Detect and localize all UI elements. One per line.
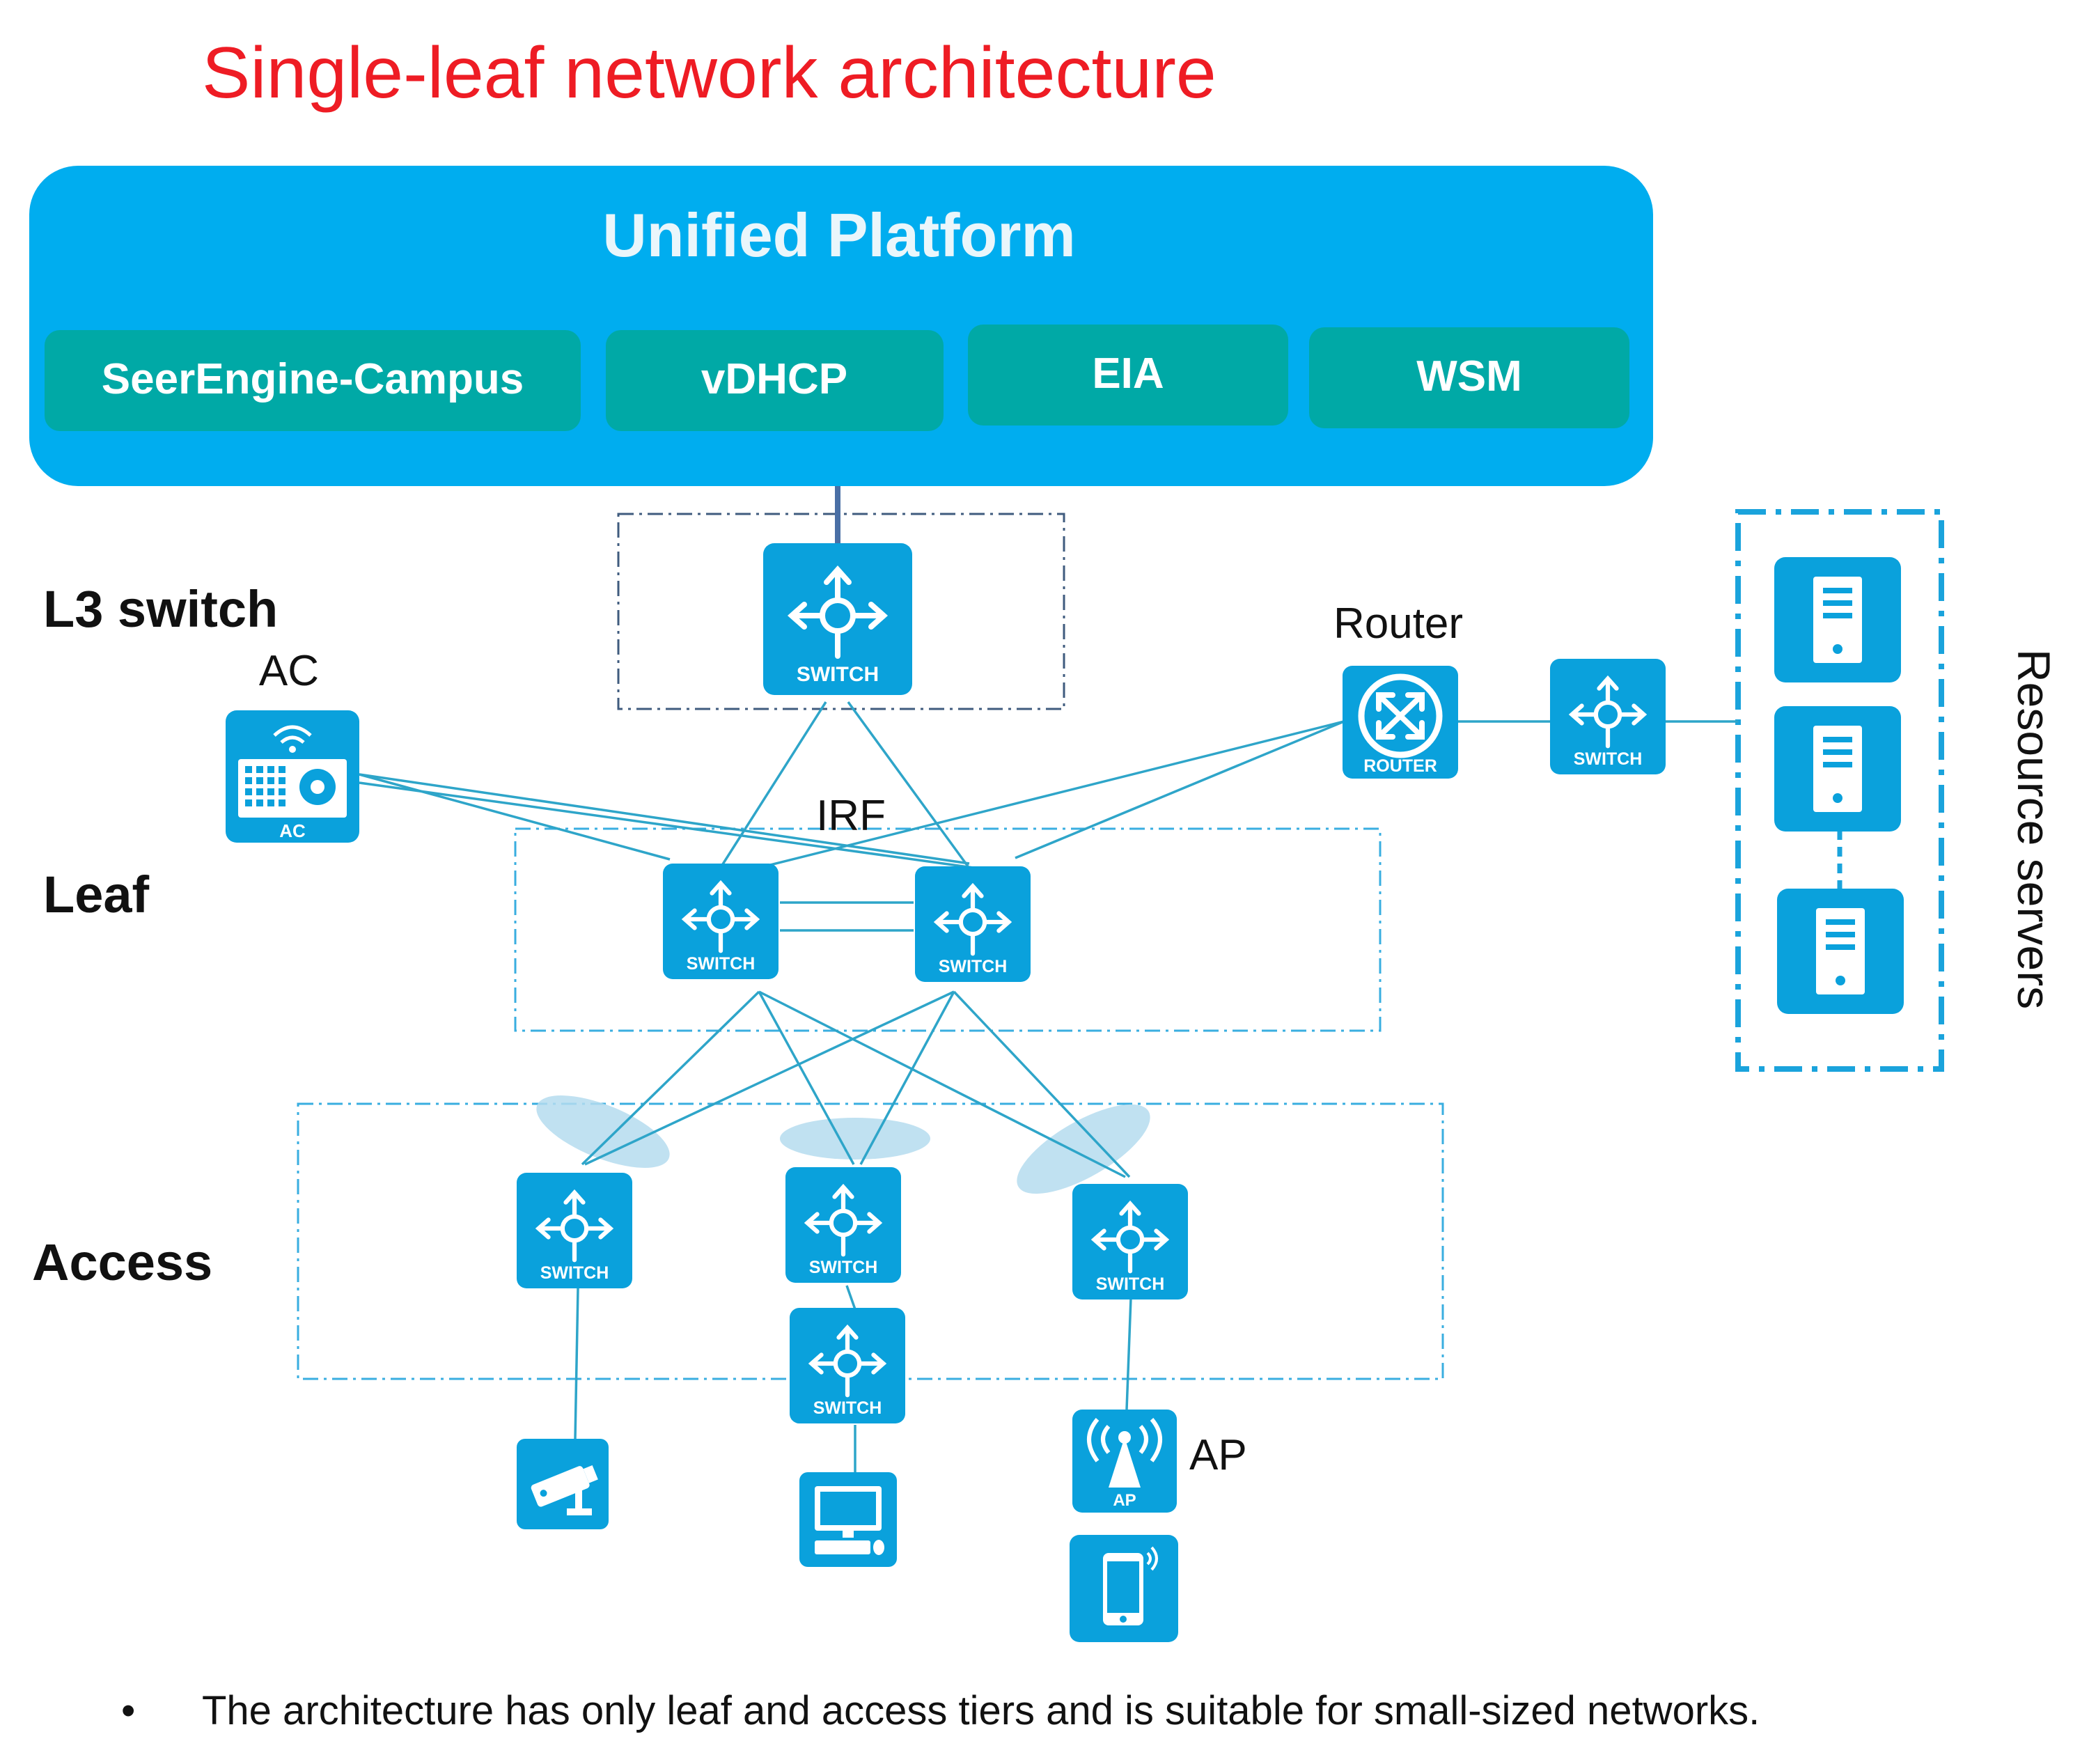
page-title: Single-leaf network architecture — [202, 33, 1216, 114]
icon-caption: SWITCH — [939, 957, 1008, 976]
ap-label: AP — [1189, 1431, 1247, 1479]
leaf-switch-icon: SWITCH — [915, 866, 1031, 982]
note-bullet: • — [121, 1688, 135, 1733]
aggregation-mark — [780, 1118, 930, 1160]
tier-label-leaf: Leaf — [43, 866, 150, 923]
icon-caption: SWITCH — [797, 663, 879, 686]
aggregation-mark — [1017, 1104, 1150, 1194]
module-eia: EIA — [968, 325, 1288, 426]
irf-label: IRF — [816, 792, 886, 840]
camera-icon — [517, 1439, 609, 1529]
phone-icon — [1070, 1535, 1178, 1642]
tier-label-access: Access — [32, 1233, 212, 1291]
l3-switch-icon: SWITCH — [763, 543, 912, 695]
module-vdhcp: vDHCP — [606, 330, 944, 431]
icon-caption: SWITCH — [813, 1398, 882, 1418]
icon-caption: SWITCH — [687, 954, 756, 974]
server-switch-icon: SWITCH — [1550, 659, 1666, 774]
server-icon — [1774, 706, 1901, 832]
module-label: SeerEngine-Campus — [102, 355, 524, 403]
server-icon — [1774, 557, 1901, 682]
server-icon — [1777, 889, 1904, 1014]
platform-title: Unified Platform — [602, 201, 1076, 270]
aggregation-mark — [536, 1095, 670, 1168]
access-switch-icon: SWITCH — [785, 1167, 901, 1283]
access-switch-icon: SWITCH — [790, 1308, 905, 1423]
access-point-icon: AP — [1072, 1410, 1177, 1513]
access-controller-icon: AC — [226, 710, 359, 843]
tier-label-l3-switch: L3 switch — [43, 580, 278, 638]
ac-label: AC — [259, 647, 319, 695]
icon-caption: ROUTER — [1363, 756, 1437, 776]
module-wsm: WSM — [1309, 327, 1629, 428]
icon-caption: SWITCH — [1096, 1274, 1165, 1294]
module-label: vDHCP — [701, 355, 847, 403]
icon-caption: SWITCH — [1574, 749, 1643, 769]
leaf-irf-group — [514, 827, 1382, 1032]
access-switch-icon: SWITCH — [1072, 1184, 1188, 1299]
unified-platform: Unified Platform SeerEngine-Campus vDHCP… — [29, 166, 1653, 486]
icon-caption: AC — [279, 820, 306, 841]
network-links — [359, 486, 1842, 1472]
module-label: WSM — [1416, 352, 1522, 400]
icon-caption: SWITCH — [809, 1258, 878, 1277]
pc-icon — [799, 1472, 897, 1567]
resource-servers-group — [1735, 509, 1944, 1072]
note-text: The architecture has only leaf and acces… — [202, 1688, 1760, 1733]
router-label: Router — [1333, 600, 1463, 648]
leaf-switch-icon: SWITCH — [663, 864, 779, 979]
module-seerengine-campus: SeerEngine-Campus — [45, 330, 581, 431]
access-switch-icon: SWITCH — [517, 1173, 632, 1288]
router-icon: ROUTER — [1343, 666, 1458, 779]
l3-switch-group — [617, 513, 1065, 710]
resource-servers-label: Resource servers — [2008, 649, 2060, 1009]
module-label: EIA — [1092, 350, 1164, 398]
icon-caption: SWITCH — [540, 1263, 609, 1283]
icon-caption: AP — [1113, 1491, 1136, 1510]
